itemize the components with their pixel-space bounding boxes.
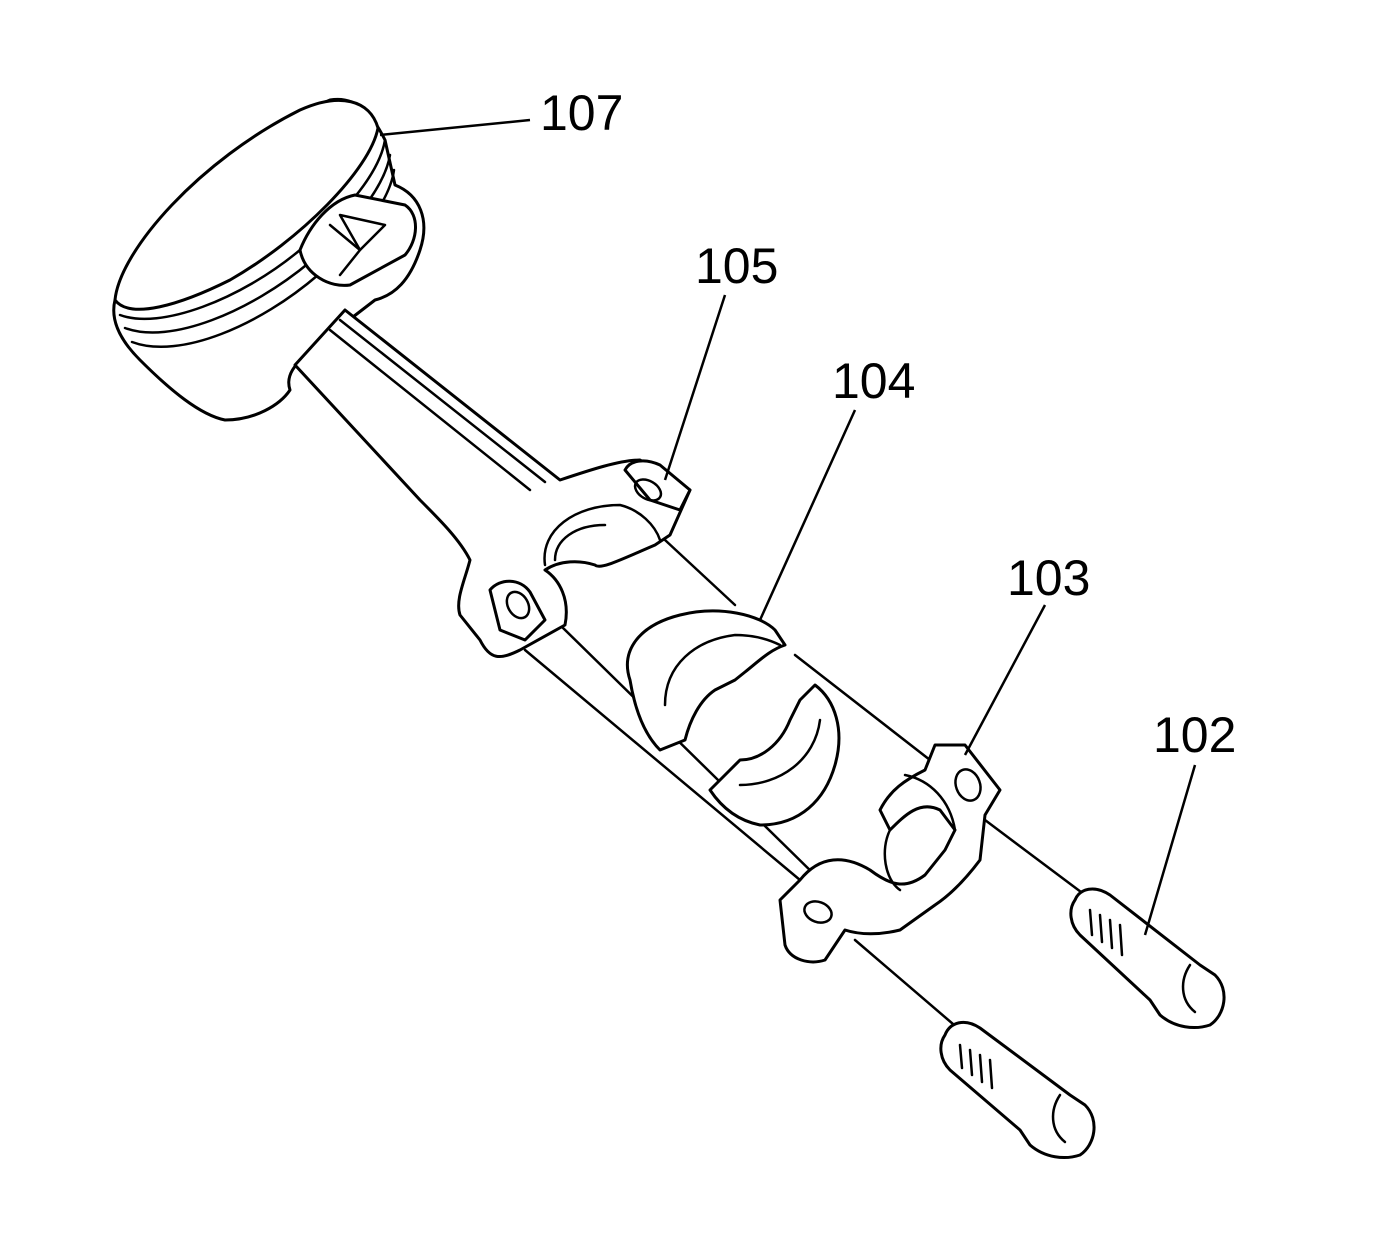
connecting-rod	[293, 308, 692, 659]
bearing-cap	[778, 743, 1002, 964]
bearing-halves	[625, 609, 841, 827]
callout-104: 104	[832, 353, 915, 409]
leader-104	[758, 409, 857, 621]
callout-labels: 107 105 104 103 102	[540, 85, 1236, 763]
leader-lines	[379, 118, 1197, 936]
piston	[112, 97, 426, 422]
cap-bolt-upper	[1069, 887, 1226, 1029]
leader-105	[663, 294, 727, 481]
callout-107: 107	[540, 85, 623, 141]
callout-105: 105	[695, 238, 778, 294]
leader-103	[963, 604, 1047, 756]
leader-107	[379, 118, 531, 137]
leader-102	[1143, 764, 1197, 936]
callout-102: 102	[1153, 707, 1236, 763]
cap-bolt-lower	[939, 1020, 1096, 1159]
callout-103: 103	[1007, 550, 1090, 606]
